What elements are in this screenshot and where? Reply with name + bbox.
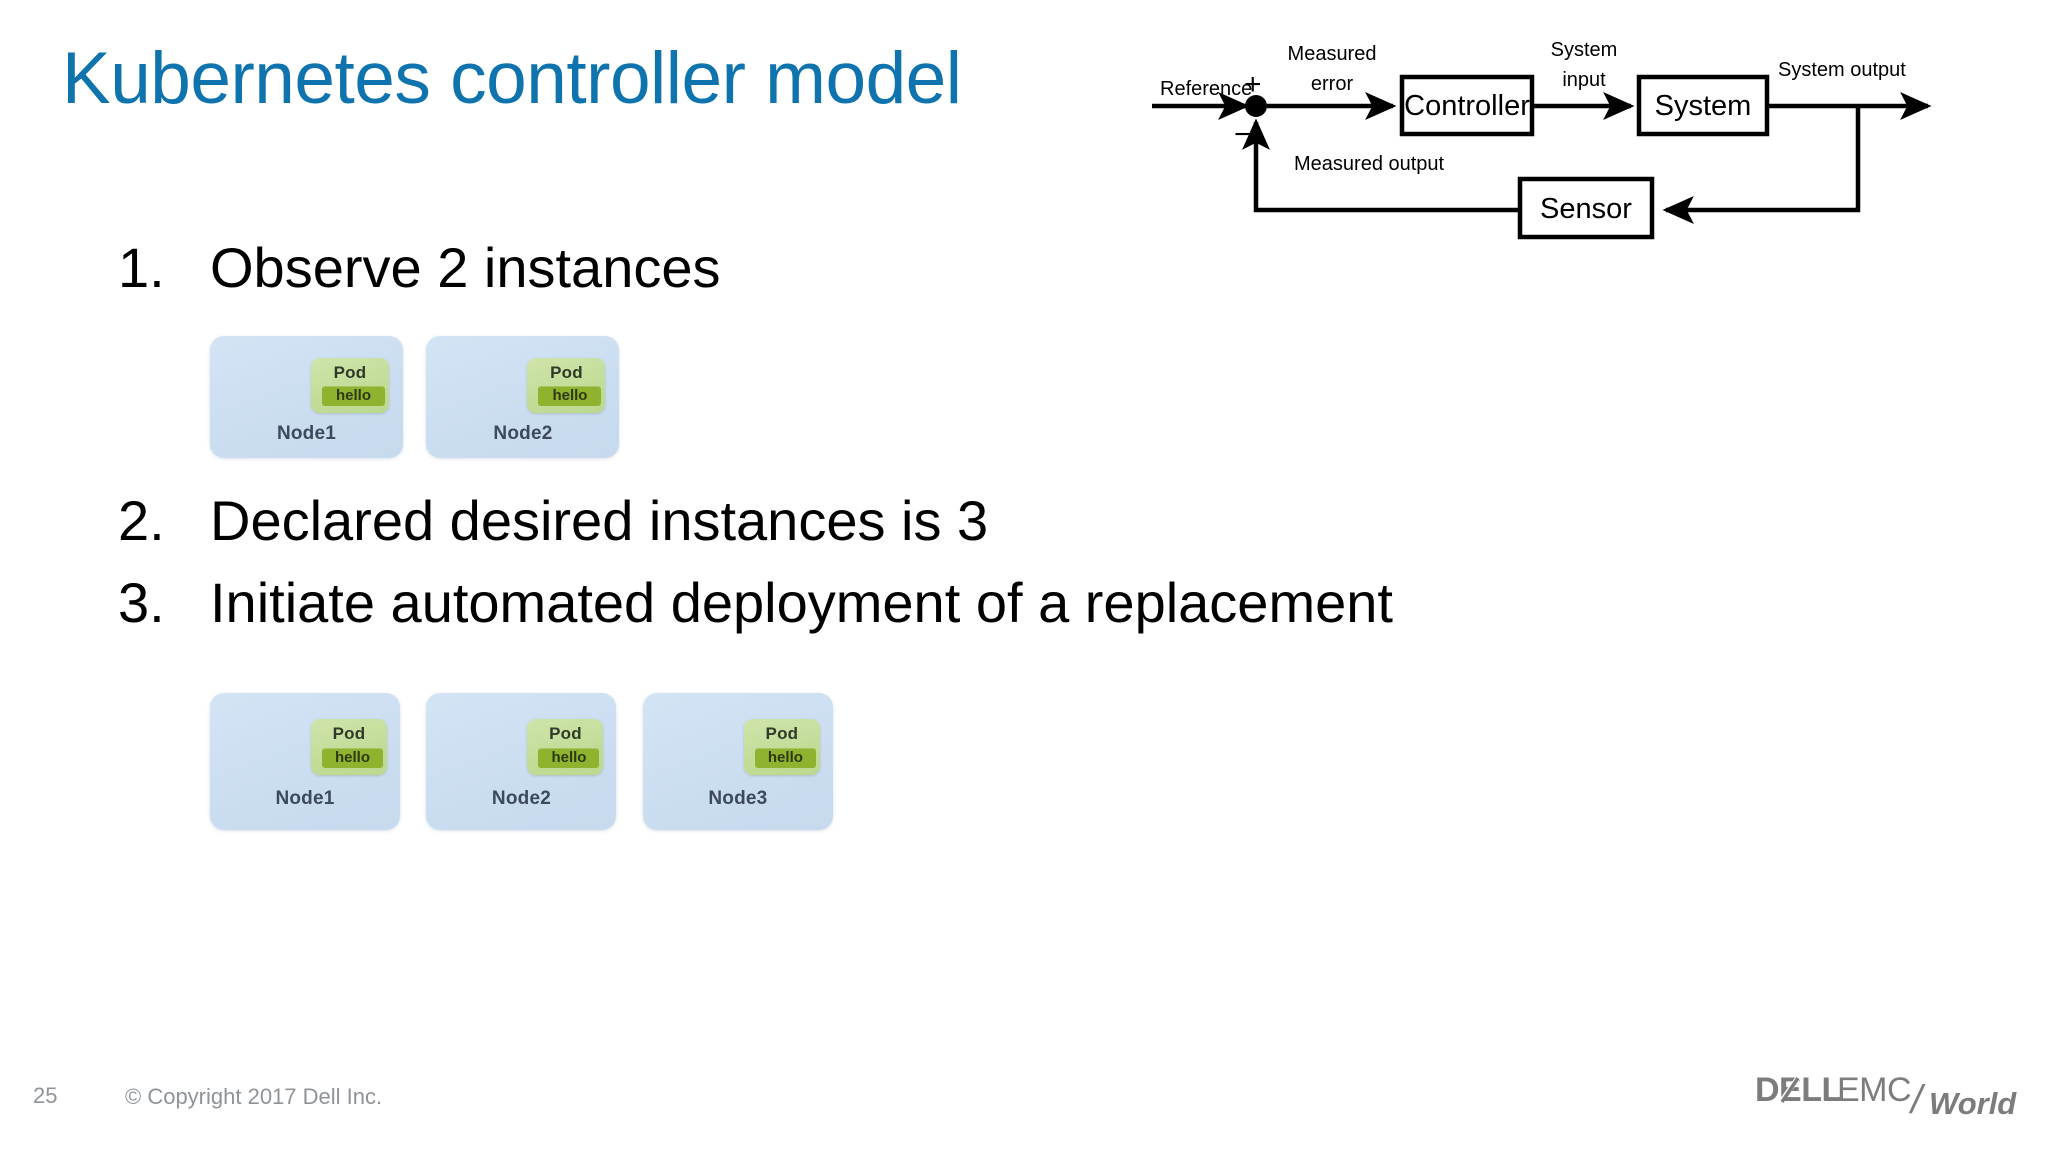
minus-sign-label: −	[1234, 118, 1252, 151]
logo-dell-slash-stroke	[1780, 1077, 1800, 1103]
sensor-block-label: Sensor	[1540, 193, 1632, 225]
pod-box[interactable]: Pod hello	[311, 358, 389, 413]
pod-box[interactable]: Pod hello	[527, 358, 606, 413]
control-loop-diagram: Controller System Sensor Reference + − M…	[1150, 22, 1940, 242]
node-label: Node2	[491, 788, 551, 809]
pod-container-chip: hello	[322, 386, 385, 406]
node-box[interactable]: Pod hello Node1	[210, 336, 403, 458]
list-item-2-number: 2.	[118, 489, 165, 552]
list-item-1-number: 1.	[118, 236, 165, 299]
pod-title: Pod	[550, 363, 583, 382]
pod-container-chip: hello	[538, 748, 600, 768]
pod-container-chip: hello	[322, 748, 383, 768]
list-item-3: 3. Initiate automated deployment of a re…	[118, 575, 1393, 631]
node-box[interactable]: Pod hello Node1	[210, 693, 400, 830]
list-item-1-text: Observe 2 instances	[210, 236, 721, 299]
reference-label: Reference	[1160, 78, 1252, 100]
dell-emc-world-logo: DELL EMC / World	[1753, 1067, 2023, 1125]
system-output-label: System output	[1778, 59, 1906, 81]
node-label: Node3	[708, 788, 768, 809]
measured-output-line	[1242, 118, 1520, 213]
node-box[interactable]: Pod hello Node2	[426, 336, 620, 458]
system-block-label: System	[1655, 90, 1752, 122]
node-row-observe: Pod hello Node1 Pod hello Node2	[210, 336, 638, 458]
list-item-2: 2. Declared desired instances is 3	[118, 493, 988, 549]
list-item-1: 1. Observe 2 instances	[118, 240, 720, 296]
node-box[interactable]: Pod hello Node3	[642, 693, 833, 830]
list-item-3-number: 3.	[118, 571, 165, 634]
copyright-notice: © Copyright 2017 Dell Inc.	[125, 1084, 383, 1109]
measured-error-label-line1: Measured	[1288, 43, 1377, 65]
pod-container-name: hello	[552, 387, 588, 404]
controller-block-label: Controller	[1404, 90, 1530, 122]
pod-container-chip: hello	[754, 748, 816, 768]
output-feedback-line	[1662, 106, 1861, 224]
logo-world-text: World	[1929, 1086, 2017, 1121]
summing-junction	[1245, 95, 1267, 117]
pod-container-name: hello	[767, 749, 803, 766]
pod-container-name: hello	[551, 749, 587, 766]
node-label: Node2	[493, 423, 553, 444]
pod-container-name: hello	[334, 749, 370, 766]
pod-title: Pod	[332, 724, 366, 743]
logo-emc-text: EMC	[1837, 1071, 1911, 1109]
system-input-label-line2: input	[1562, 69, 1606, 91]
system-input-label-line1: System	[1551, 39, 1618, 61]
measured-error-label-line2: error	[1311, 73, 1354, 95]
pod-title: Pod	[549, 724, 582, 743]
page-number: 25	[33, 1083, 58, 1108]
pod-box[interactable]: Pod hello	[311, 719, 387, 775]
pod-title: Pod	[333, 363, 367, 382]
pod-container-chip: hello	[538, 386, 602, 406]
sensor-block	[1517, 176, 1655, 240]
node-label: Node1	[276, 423, 337, 444]
list-item-2-text: Declared desired instances is 3	[210, 489, 989, 552]
page-title: Kubernetes controller model	[62, 38, 962, 119]
pod-box[interactable]: Pod hello	[527, 719, 604, 775]
plus-sign-label: +	[1244, 68, 1262, 101]
controller-block	[1399, 74, 1535, 137]
node-label: Node1	[275, 788, 335, 809]
measured-output-label: Measured output	[1294, 153, 1445, 175]
pod-container-name: hello	[335, 387, 371, 404]
pod-title: Pod	[765, 724, 799, 743]
logo-slash-text: /	[1908, 1078, 1926, 1122]
node-box[interactable]: Pod hello Node2	[426, 693, 617, 830]
list-item-3-text: Initiate automated deployment of a repla…	[210, 571, 1393, 634]
pod-box[interactable]: Pod hello	[743, 719, 820, 775]
node-row-replacement: Pod hello Node1 Pod hello Node2 Pod hell…	[210, 693, 855, 830]
